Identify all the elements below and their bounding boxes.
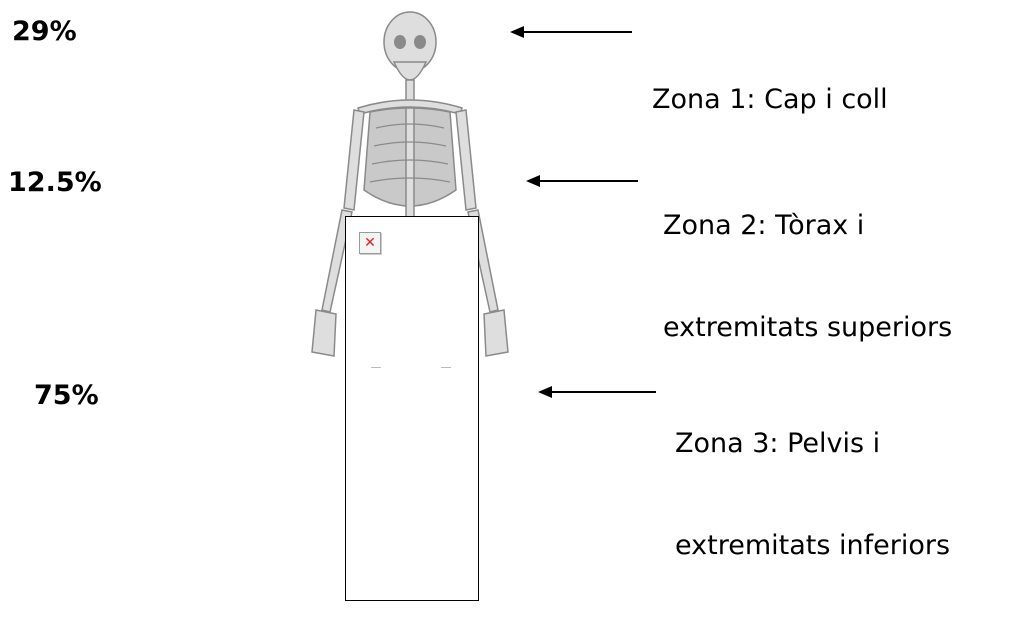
zone1-percentage: 29%: [12, 18, 77, 45]
arrow-left-icon: [538, 383, 658, 401]
placeholder-mark: [371, 367, 381, 368]
broken-image-icon: ✕: [359, 232, 381, 254]
placeholder-mark: [441, 367, 451, 368]
zone-diagram: 29% 12.5% 75%: [0, 0, 1012, 596]
zone3-percentage: 75%: [34, 382, 99, 409]
broken-image-frame: ✕: [345, 216, 479, 601]
arrow-left-icon: [510, 23, 634, 41]
zone2-label-line1: Zona 2: Tòrax i: [663, 209, 952, 243]
zone3-label: Zona 3: Pelvis i extremitats inferiors: [675, 359, 950, 631]
zone3-label-line1: Zona 3: Pelvis i: [675, 427, 950, 461]
arrow-left-icon: [526, 172, 640, 190]
zone2-label-line2: extremitats superiors: [663, 311, 952, 345]
zone1-label-line1: Zona 1: Cap i coll: [652, 83, 888, 117]
zone2-percentage: 12.5%: [8, 169, 102, 196]
zone3-label-line2: extremitats inferiors: [675, 529, 950, 563]
